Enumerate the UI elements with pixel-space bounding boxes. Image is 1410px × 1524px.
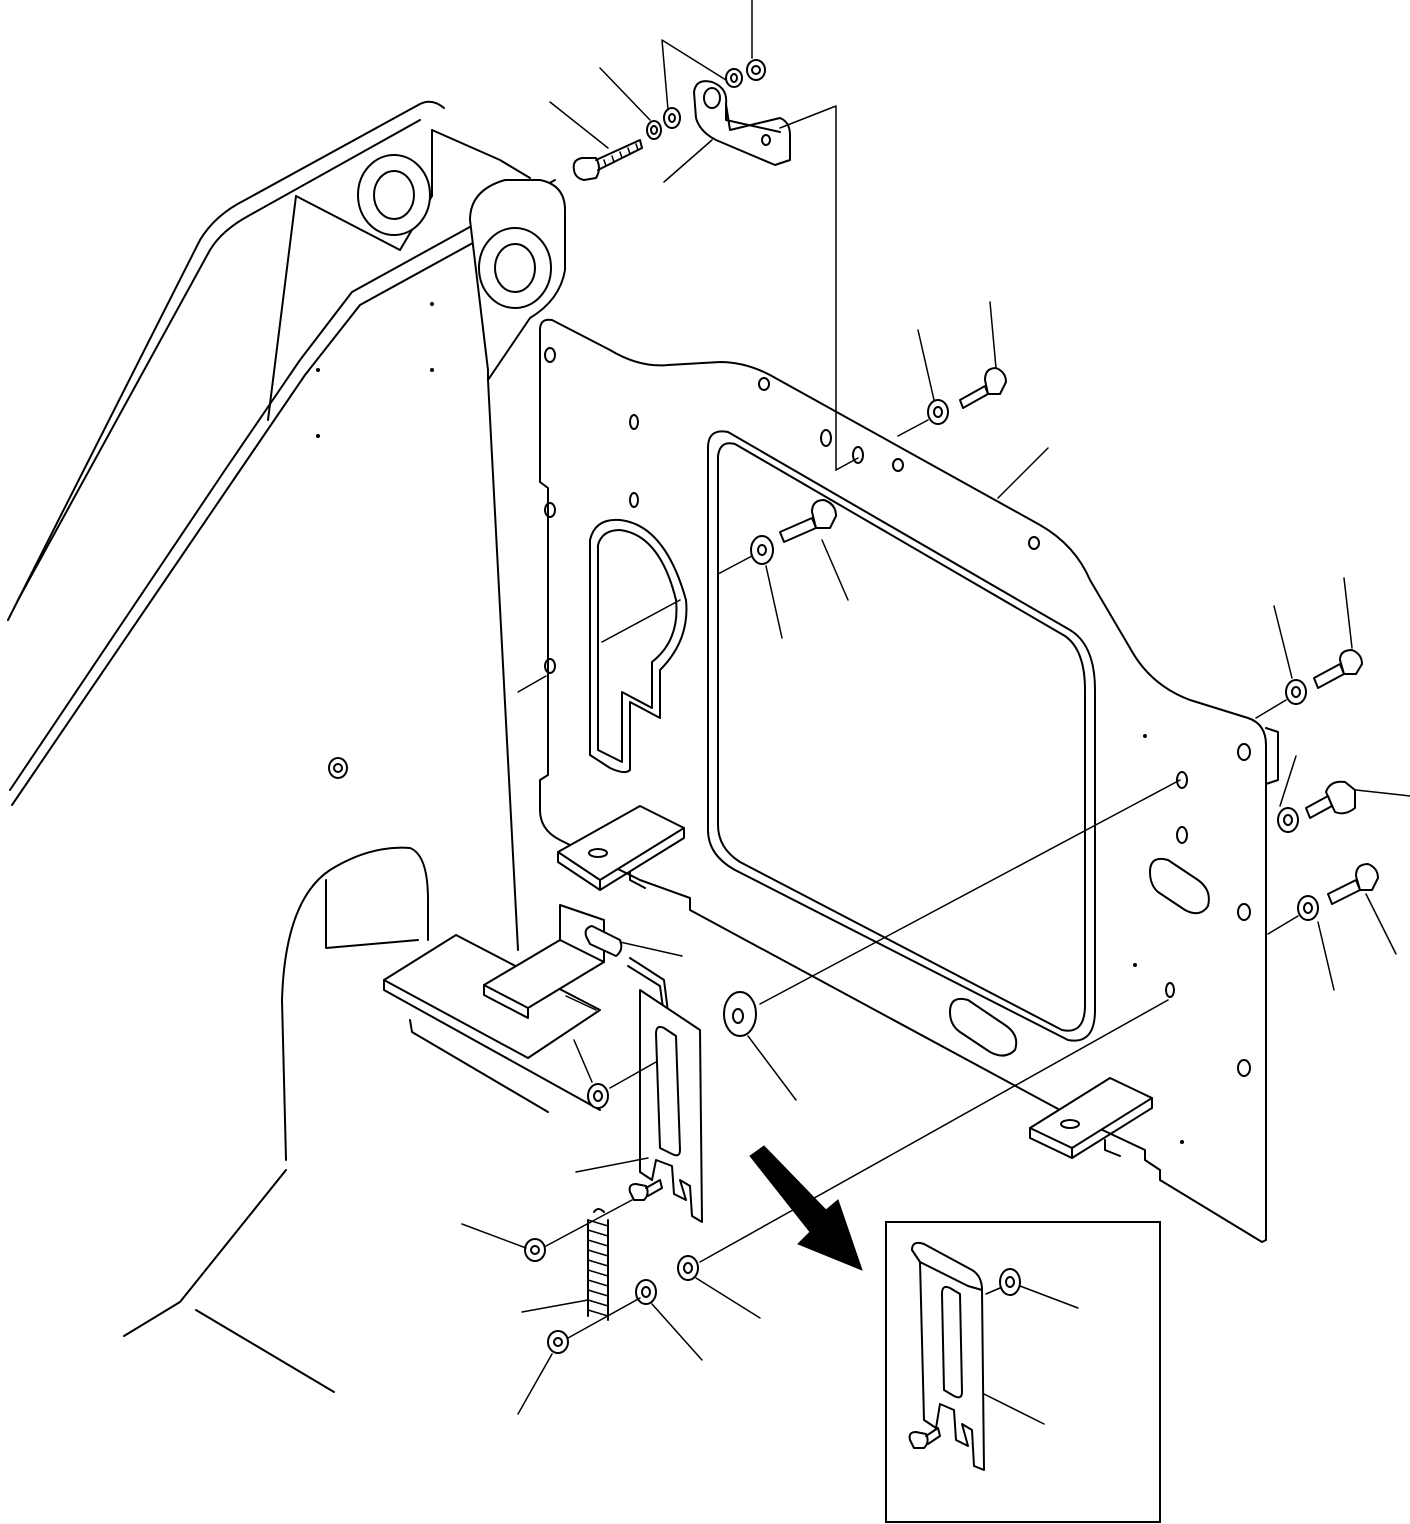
leader-left-hole-b (517, 675, 547, 693)
leader-lower-washer (1317, 921, 1335, 991)
leader-large-washer-axis (759, 779, 1181, 1005)
leader-left-hole (601, 599, 681, 643)
top-bracket (693, 80, 791, 166)
floor-bracket (383, 904, 605, 1113)
leader-bottom-axis (567, 1297, 641, 1339)
boom-frame (7, 100, 566, 1393)
leader-bottom-nut (517, 1353, 553, 1415)
view-arrow (749, 1145, 863, 1271)
upper-plate-bolts (750, 367, 1007, 565)
leader-bracket-washer (661, 39, 727, 111)
leader-hook-pin (565, 995, 597, 1011)
callout-leaders (461, 0, 1410, 1415)
leader-latch-plate (575, 1157, 649, 1173)
leader-upper-washer-line (897, 419, 929, 437)
leader-right-washer (1273, 605, 1293, 679)
leader-inner-hole (717, 555, 753, 575)
detail-view (885, 1221, 1161, 1523)
leader-cover-plate-top (779, 105, 859, 472)
leader-right-bracket (1255, 699, 1287, 719)
leader-latch-screw-axis (545, 1199, 633, 1247)
leader-bracket-lock-washer (599, 67, 651, 121)
leader-detail-washer (1019, 1285, 1079, 1309)
leader-large-washer (747, 1035, 797, 1101)
leader-detail-latch (983, 1393, 1045, 1425)
leader-latch-nut-axis (609, 1061, 657, 1089)
leader-lower-bolt (1365, 893, 1397, 955)
leader-cover-plate (997, 447, 1049, 499)
leader-knob-washer (1279, 755, 1297, 807)
leader-bracket-bolt (549, 101, 609, 149)
leader-latch-screw-nut (461, 1223, 527, 1249)
right-hardware (1277, 649, 1379, 921)
leader-bracket (663, 139, 713, 183)
leader-washer-axis (699, 999, 1169, 1263)
leader-top-bolt (989, 301, 997, 369)
leader-latch-nut (573, 1039, 593, 1083)
leader-spring-nut (651, 1303, 703, 1361)
pivot-boss-front (478, 227, 552, 309)
top-hardware (572, 59, 766, 181)
mounting-tab-lower (1029, 1077, 1153, 1159)
leader-right-bolt (1343, 577, 1353, 649)
leader-knob-screw (1355, 789, 1410, 797)
latch-assembly (524, 925, 757, 1354)
leader-upper-washer (765, 565, 783, 639)
pivot-boss-rear (357, 154, 431, 236)
leader-spring (521, 1299, 589, 1313)
leader-pin (619, 941, 683, 957)
leader-top-washer (917, 329, 935, 401)
cover-plate (539, 318, 1279, 1243)
mounting-tab-upper (557, 805, 685, 891)
leader-spring-washer (695, 1277, 761, 1319)
leader-upper-bolt (821, 539, 849, 601)
leader-lower-plate (1267, 915, 1299, 935)
frame-nut (328, 757, 348, 779)
